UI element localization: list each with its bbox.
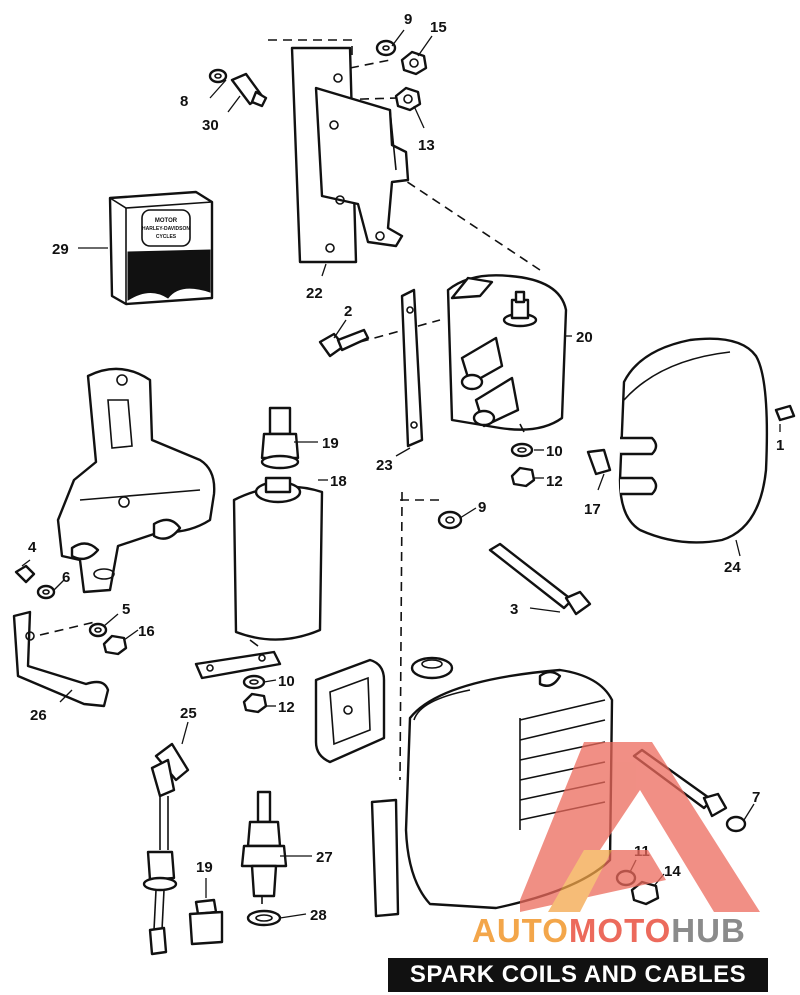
label-9-top: 9 xyxy=(404,11,412,28)
label-19-upper: 19 xyxy=(322,435,339,452)
part-3-long-bolt xyxy=(488,542,592,616)
part-9-washer-top xyxy=(375,39,397,57)
part-19-spark-boot-lower xyxy=(188,898,224,946)
label-19-lower: 19 xyxy=(196,859,213,876)
label-28: 28 xyxy=(310,907,327,924)
part-4-screw xyxy=(14,564,36,584)
part-23-strap xyxy=(400,288,424,448)
part-17-clip xyxy=(586,448,612,476)
part-10-washer-right xyxy=(510,442,534,458)
part-28-gasket xyxy=(246,909,282,927)
part-13-nut xyxy=(394,86,422,112)
label-16: 16 xyxy=(138,623,155,640)
part-26-bracket xyxy=(12,610,110,708)
label-23: 23 xyxy=(376,457,393,474)
part-18-mounting-plate xyxy=(194,650,282,680)
part-25-spark-cable xyxy=(142,742,190,956)
label-2: 2 xyxy=(344,303,352,320)
label-10-right: 10 xyxy=(546,443,563,460)
part-24-coil-cover xyxy=(618,337,769,544)
label-13: 13 xyxy=(418,137,435,154)
label-17: 17 xyxy=(584,501,601,518)
label-20: 20 xyxy=(576,329,593,346)
label-27: 27 xyxy=(316,849,333,866)
part-6-washer xyxy=(36,584,56,600)
part-2-bolt xyxy=(318,328,370,358)
label-26: 26 xyxy=(30,707,47,724)
watermark-part-3: HUB xyxy=(671,912,746,949)
part-rubber-pad xyxy=(314,658,386,764)
logo-line-2: HARLEY-DAVIDSON xyxy=(142,226,190,232)
label-24: 24 xyxy=(724,559,741,576)
part-8-washer xyxy=(208,68,228,84)
part-27-spark-plug xyxy=(240,790,288,904)
label-12-left: 12 xyxy=(278,699,295,716)
label-3: 3 xyxy=(510,601,518,618)
label-15: 15 xyxy=(430,19,447,36)
label-25: 25 xyxy=(180,705,197,722)
part-19-spark-boot-upper xyxy=(260,406,300,470)
logo-line-3: CYCLES xyxy=(156,234,177,240)
label-4: 4 xyxy=(28,539,37,556)
part-5-washer xyxy=(88,622,108,638)
part-30-stud xyxy=(230,72,268,108)
watermark-text: AUTOMOTOHUB xyxy=(472,912,800,954)
logo-line-1: MOTOR xyxy=(155,218,178,224)
label-10-left: 10 xyxy=(278,673,295,690)
watermark-part-2: MOTO xyxy=(568,912,672,949)
part-10-washer-left xyxy=(242,674,266,690)
label-1: 1 xyxy=(776,437,784,454)
part-1-screw xyxy=(774,404,796,422)
assembly-dashed-lines xyxy=(39,39,541,781)
part-9-washer-middle xyxy=(437,510,463,530)
part-12-nut-right xyxy=(510,466,536,488)
label-6: 6 xyxy=(62,569,70,586)
label-9-middle: 9 xyxy=(478,499,486,516)
watermark-part-1: AUTO xyxy=(472,912,569,949)
part-left-coil-bracket xyxy=(56,367,216,594)
part-22-mounting-bracket xyxy=(290,46,410,264)
label-12-right: 12 xyxy=(546,473,563,490)
label-22: 22 xyxy=(306,285,323,302)
label-5: 5 xyxy=(122,601,130,618)
part-15-nut xyxy=(400,50,428,76)
watermark-logo xyxy=(520,742,760,912)
part-20-ignition-coil xyxy=(446,274,568,433)
label-30: 30 xyxy=(202,117,219,134)
part-16-nut xyxy=(102,634,128,656)
part-29-label-decal: MOTOR HARLEY-DAVIDSON CYCLES xyxy=(108,190,214,306)
label-14: 14 xyxy=(664,863,681,880)
label-8: 8 xyxy=(180,93,188,110)
diagram-title: SPARK COILS AND CABLES xyxy=(388,958,768,992)
part-vertical-strip xyxy=(370,798,400,918)
part-18-cylinder-coil xyxy=(232,476,324,647)
label-18: 18 xyxy=(330,473,347,490)
part-grommet xyxy=(410,656,454,680)
part-12-nut-left xyxy=(242,692,268,714)
label-29: 29 xyxy=(52,241,69,258)
callout-labels: 9 15 8 30 13 29 22 2 20 1 19 18 10 23 12… xyxy=(28,11,784,924)
label-7: 7 xyxy=(752,789,760,806)
